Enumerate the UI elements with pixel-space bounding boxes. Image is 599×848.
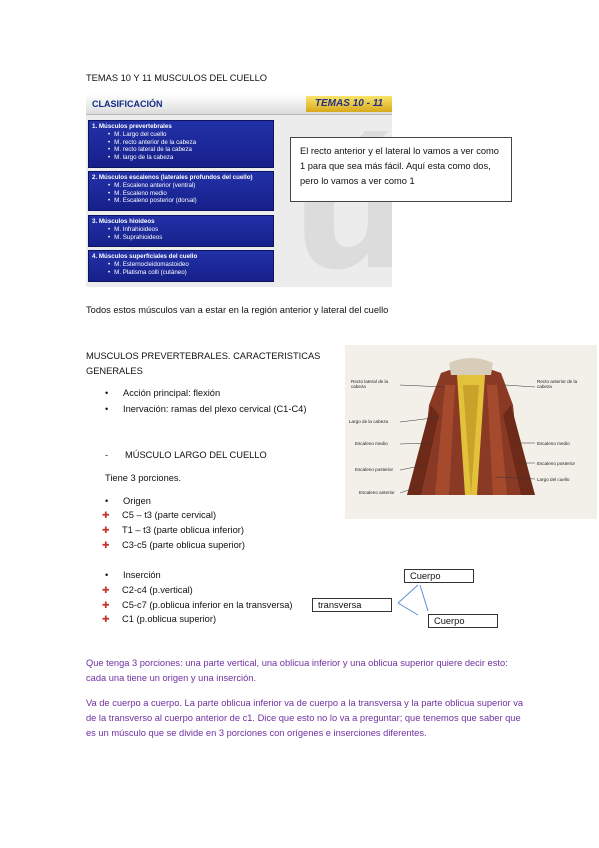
origin-label: •Origen (105, 496, 151, 506)
slide-group-item: M. Escaleno posterior (dorsal) (108, 197, 270, 205)
neck-muscles-illustration (345, 345, 597, 519)
slide-title: CLASIFICACIÓN (92, 99, 163, 109)
origin-item: ✚T1 – t3 (parte oblicua inferior) (102, 525, 244, 535)
insertion-label: •Inserción (105, 570, 161, 580)
anatomy-label: Recto lateral de la cabeza (351, 379, 389, 389)
note-box: El recto anterior y el lateral lo vamos … (290, 137, 512, 202)
arrow-bullet-icon: ✚ (102, 510, 110, 520)
slide-group-item: M. Largo del cuello (108, 131, 270, 139)
slide-group-4: 4. Músculos superficiales del cuello M. … (88, 250, 274, 282)
bullet-icon: • (105, 570, 109, 580)
section-heading: MUSCULOS PREVERTEBRALES. CARACTERISTICAS… (86, 351, 321, 376)
neck-anatomy-image: Recto lateral de la cabeza Largo de la c… (345, 345, 597, 519)
page-heading: TEMAS 10 Y 11 MUSCULOS DEL CUELLO (86, 73, 268, 83)
bullet-icon: • (105, 496, 109, 506)
slide-group-item: M. Platisma colli (cutáneo) (108, 269, 270, 277)
diagram-box-cuerpo-top: Cuerpo (404, 569, 474, 583)
diagram-box-cuerpo-bottom: Cuerpo (428, 614, 498, 628)
anatomy-label: Escaleno anterior (359, 490, 395, 495)
bullet-icon: • (105, 404, 109, 414)
anatomy-label: Escaleno medio (355, 441, 388, 446)
slide-group-item: M. Escaleno medio (108, 190, 270, 198)
anatomy-label: Escaleno posterior (537, 461, 576, 466)
slide-group-3: 3. Músculos hioideos M. Infrahioideos M.… (88, 215, 274, 247)
arrow-bullet-icon: ✚ (102, 525, 110, 535)
slide-group-1: 1. Músculos prevertebrales M. Largo del … (88, 120, 274, 168)
subheading: -MÚSCULO LARGO DEL CUELLO (105, 450, 267, 460)
slide-group-heading: 3. Músculos hioideos (92, 218, 155, 225)
arrow-bullet-icon: ✚ (102, 614, 110, 624)
anatomy-label: Largo de la cabeza (349, 419, 389, 424)
slide-tag: TEMAS 10 - 11 (306, 96, 392, 112)
arrow-bullet-icon: ✚ (102, 600, 110, 610)
anatomy-label: Escaleno medio (537, 441, 570, 446)
arrow-bullet-icon: ✚ (102, 585, 110, 595)
slide-group-item: M. Esternocleidomastoideo (108, 261, 270, 269)
origin-item: ✚C3-c5 (parte oblicua superior) (102, 540, 245, 550)
slide-group-2: 2. Músculos escalenos (laterales profund… (88, 171, 274, 211)
slide-group-item: M. recto anterior de la cabeza (108, 139, 270, 147)
slide-group-item: M. recto lateral de la cabeza (108, 146, 270, 154)
diagram-connectors (397, 584, 429, 616)
insertion-item: ✚C5-c7 (p.oblicua inferior en la transve… (102, 600, 293, 610)
insertion-item: ✚C1 (p.oblicua superior) (102, 614, 217, 624)
note-paragraph-1: Que tenga 3 porciones: una parte vertica… (86, 658, 508, 683)
slide-header: CLASIFICACIÓN TEMAS 10 - 11 (86, 94, 392, 115)
bullet-icon: • (105, 388, 109, 398)
insertion-item: ✚C2-c4 (p.vertical) (102, 585, 193, 595)
diagram-box-transversa: transversa (312, 598, 392, 612)
slide-group-item: M. Suprahioideos (108, 234, 270, 242)
anatomy-label: Recto anterior de la cabeza (537, 379, 578, 389)
portions-line: Tiene 3 porciones. (105, 473, 182, 483)
note-paragraph-2: Va de cuerpo a cuerpo. La parte oblicua … (86, 698, 524, 738)
origin-item: ✚C5 – t3 (parte cervical) (102, 510, 217, 520)
dash-marker: - (105, 450, 109, 460)
slide-group-heading: 1. Músculos prevertebrales (92, 123, 172, 130)
anatomy-label: Escaleno posterior (355, 467, 394, 472)
slide-group-heading: 4. Músculos superficiales del cuello (92, 253, 198, 260)
general-item: •Inervación: ramas del plexo cervical (C… (105, 404, 307, 414)
slide-group-item: M. Escaleno anterior (ventral) (108, 182, 270, 190)
arrow-bullet-icon: ✚ (102, 540, 110, 550)
anatomy-label: Largo del cuello (537, 477, 570, 482)
intro-line: Todos estos músculos van a estar en la r… (86, 305, 389, 315)
slide-group-item: M. Infrahioideos (108, 226, 270, 234)
general-item: •Acción principal: flexión (105, 388, 221, 398)
slide-group-item: M. largo de la cabeza (108, 154, 270, 162)
slide-group-heading: 2. Músculos escalenos (laterales profund… (92, 174, 253, 181)
